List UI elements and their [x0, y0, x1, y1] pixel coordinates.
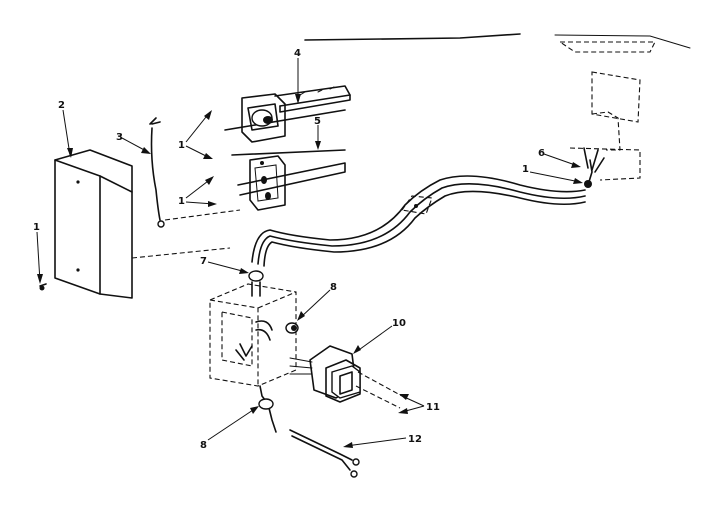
callout-12: 12	[408, 434, 422, 445]
leaders	[36, 58, 583, 448]
transformer	[289, 345, 403, 409]
cord-3	[149, 117, 165, 228]
wire-12	[289, 429, 360, 478]
callout-6: 6	[538, 148, 545, 159]
grommet	[285, 322, 299, 334]
callout-8-bottom: 8	[200, 440, 207, 451]
cover-panel	[54, 149, 241, 299]
callout-10: 10	[392, 318, 406, 329]
callout-1-top-a: 1	[178, 140, 185, 151]
receptacle-lower	[249, 155, 286, 211]
callout-5: 5	[314, 116, 321, 127]
screw-left	[39, 283, 47, 291]
callout-8-top: 8	[330, 282, 337, 293]
junction-box	[209, 270, 297, 433]
callout-3: 3	[116, 132, 123, 143]
receptacle-plate-upper	[241, 93, 286, 143]
callout-1-right: 1	[522, 164, 529, 175]
callout-11: 11	[426, 402, 440, 413]
callout-4: 4	[294, 48, 301, 59]
right-mount-outline	[569, 71, 641, 188]
callout-1-left: 1	[33, 222, 40, 233]
callout-1-top-b: 1	[178, 196, 185, 207]
callout-2: 2	[58, 100, 65, 111]
callout-7: 7	[200, 256, 207, 267]
callout-labels: 1 2 3 1 1 4 5 6 1 7 8 8 10 11 12	[33, 48, 545, 451]
cable-harness	[251, 147, 605, 267]
